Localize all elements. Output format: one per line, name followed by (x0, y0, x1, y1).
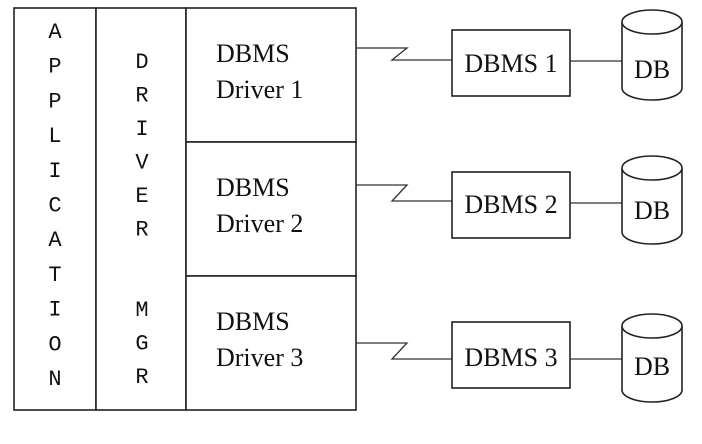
database-2-icon: DB (621, 155, 683, 245)
application-label-letter: P (48, 89, 61, 114)
driver-2-line2: Driver 2 (216, 209, 303, 238)
driver-3-box (185, 275, 357, 411)
dbms-2-box (451, 171, 571, 239)
database-2-label: DB (634, 196, 670, 225)
network-link-2 (356, 184, 452, 202)
dbms-1-box (451, 29, 571, 97)
application-label-letter: P (48, 55, 61, 80)
driver-2-line1: DBMS (216, 173, 290, 202)
application-label-letter: A (48, 20, 62, 45)
driver-cell-1: DBMS Driver 1 (185, 7, 357, 143)
driver-manager-top-letter: R (135, 218, 148, 243)
driver-3-line2: Driver 3 (216, 343, 303, 372)
driver-1-line1: DBMS (216, 39, 290, 68)
driver-manager-bottom-letter: M (135, 298, 148, 323)
application-label-letter: I (48, 159, 61, 184)
driver-manager-bottom-letter: R (135, 365, 148, 390)
driver-manager-box (95, 7, 187, 411)
driver-manager-top-letter: E (135, 184, 148, 209)
application-label-letter: L (48, 124, 61, 149)
driver-manager-top-letter: D (135, 50, 148, 75)
dbms-3-label: DBMS 3 (464, 343, 557, 372)
database-1-label: DB (634, 55, 670, 84)
driver-manager-bottom-letter: G (135, 332, 148, 357)
application-label-letter: T (48, 263, 61, 288)
driver-2-box (185, 141, 357, 277)
application-box (13, 7, 97, 411)
database-1-icon: DB (621, 9, 683, 101)
driver-cell-2: DBMS Driver 2 (185, 141, 357, 277)
driver-manager-top-letter: R (135, 84, 148, 109)
driver-manager-top-letter: I (135, 117, 148, 142)
application-label-letter: I (48, 298, 61, 323)
driver-1-line2: Driver 1 (216, 75, 303, 104)
application-label-letter: O (48, 332, 61, 357)
application-label-letter: N (48, 367, 61, 392)
database-3-icon: DB (621, 313, 683, 403)
dbms-3-box (451, 321, 571, 389)
driver-1-box (185, 7, 357, 143)
dbms-1-label: DBMS 1 (464, 49, 557, 78)
driver-cell-3: DBMS Driver 3 (185, 275, 357, 411)
database-3-label: DB (634, 352, 670, 381)
dbms-2-label: DBMS 2 (464, 190, 557, 219)
driver-3-line1: DBMS (216, 307, 290, 336)
application-label-letter: A (48, 228, 62, 253)
application-label-letter: C (48, 194, 61, 219)
network-link-3 (356, 342, 452, 360)
driver-manager-top-letter: V (135, 151, 149, 176)
network-link-1 (356, 47, 452, 61)
